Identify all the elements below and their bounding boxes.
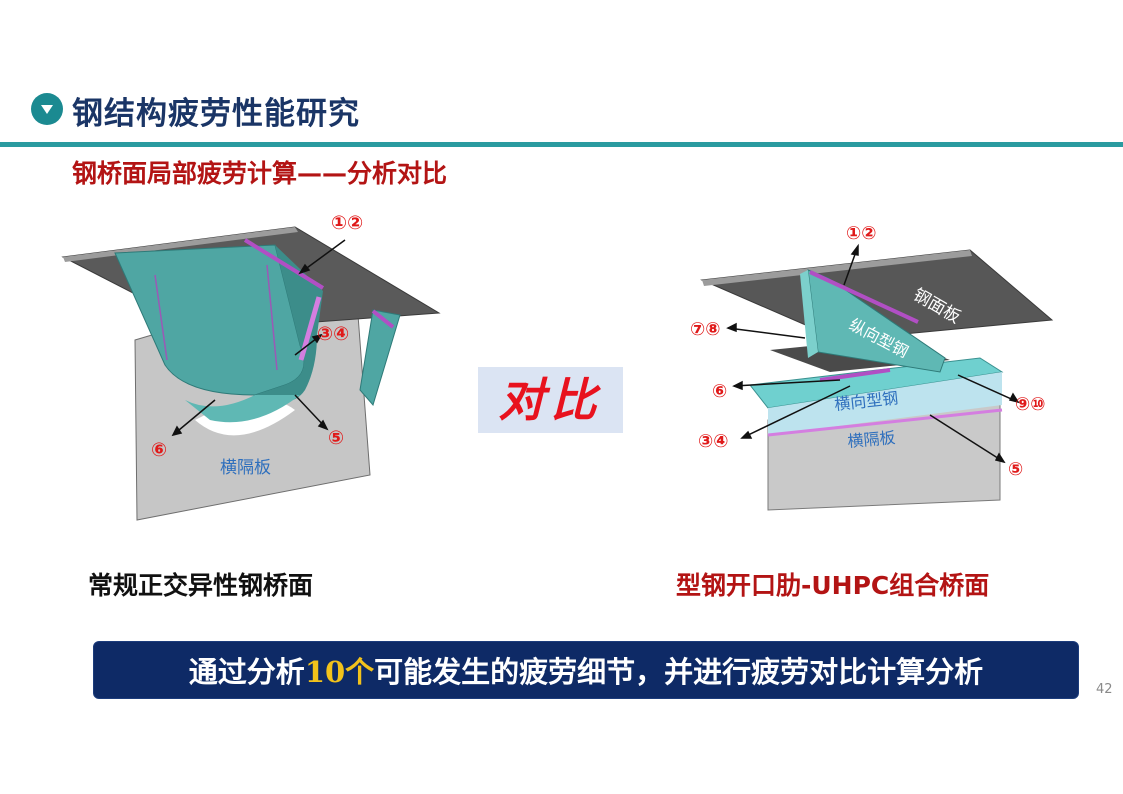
right-deck-edge [702, 250, 972, 286]
left-label-c5: ⑤ [328, 427, 344, 449]
summary-suffix: 可能发生的疲劳细节，并进行疲劳对比计算分析 [374, 655, 984, 689]
triangle-down-icon [41, 105, 53, 114]
compare-label: 对比 [498, 373, 603, 427]
right-label-c78: ⑦⑧ [690, 319, 720, 340]
right-figure-caption: 型钢开口肋-UHPC组合桥面 [676, 571, 990, 600]
summary-banner: 通过分析10个可能发生的疲劳细节，并进行疲劳对比计算分析 [93, 641, 1079, 699]
left-label-c6: ⑥ [151, 439, 167, 461]
left-weld-rib2 [371, 309, 395, 329]
left-label-c34: ③④ [317, 323, 349, 345]
left-weld-line-b [266, 264, 278, 371]
right-label-diaphragm: 横隔板 [847, 428, 896, 451]
left-figure-caption: 常规正交异性钢桥面 [88, 571, 314, 600]
left-second-rib [359, 309, 401, 407]
left-u-rib-side [255, 245, 323, 402]
summary-text: 通过分析10个可能发生的疲劳细节，并进行疲劳对比计算分析 [189, 649, 983, 691]
page-number: 42 [1096, 682, 1113, 697]
compare-box [478, 367, 623, 433]
summary-prefix: 通过分析 [188, 655, 305, 689]
header-bullet [31, 93, 63, 125]
left-weld-line-a [154, 274, 168, 361]
right-label-c34: ③④ [698, 431, 728, 452]
right-weld-diaphragm [767, 408, 1003, 437]
left-figure-diagram: ①② ③④ ⑤ ⑥ 横隔板 [61, 212, 441, 521]
right-callout-arrows [726, 243, 1020, 464]
right-label-c12: ①② [846, 223, 876, 244]
header-divider [0, 142, 1123, 147]
left-weld-side [298, 296, 322, 361]
left-u-rib-bottom [185, 395, 300, 423]
left-weld-top [243, 238, 325, 290]
right-weld-transverse [819, 368, 891, 382]
right-weld-deck [809, 270, 919, 324]
right-longitudinal-web-edge [800, 270, 818, 358]
section-subtitle: 钢桥面局部疲劳计算——分析对比 [72, 159, 448, 188]
page-title: 钢结构疲劳性能研究 [72, 96, 360, 132]
right-label-c6: ⑥ [712, 381, 727, 402]
right-figure-diagram: ①② ⑦⑧ ⑥ ⑨⑩ ③④ ⑤ 钢面板 纵向型钢 横向型钢 横隔板 [690, 223, 1054, 511]
right-label-c5: ⑤ [1008, 459, 1023, 480]
left-callout-arrows [171, 239, 346, 437]
left-label-diaphragm: 横隔板 [220, 458, 271, 478]
summary-highlight: 10个 [304, 655, 375, 689]
right-label-c910: ⑨⑩ [1015, 394, 1045, 415]
right-transverse-beam-web [768, 372, 1002, 435]
left-label-c12: ①② [331, 212, 363, 234]
